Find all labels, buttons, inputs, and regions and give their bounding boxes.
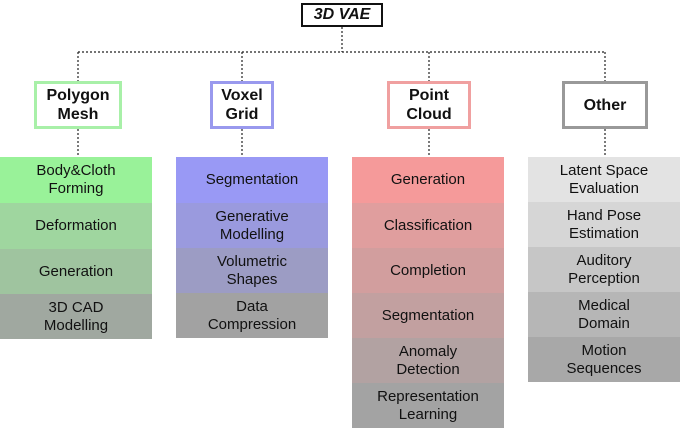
category-title-line: Mesh [57, 106, 99, 123]
category-title-line: Cloud [406, 106, 452, 123]
topic-cell-line: Volumetric [216, 252, 288, 270]
topic-cell-line: Latent Space [559, 161, 649, 179]
topic-cell-line: Classification [383, 216, 473, 234]
topic-cell-line: Segmentation [205, 171, 299, 188]
topic-cell-line: Completion [390, 261, 466, 279]
topic-cell-line: Domain [578, 314, 630, 332]
topic-cell-line: Anomaly [398, 342, 458, 360]
topic-cell-line: Medical [578, 296, 630, 314]
topic-cell-line: Compression [207, 315, 297, 333]
topic-cell-line: Forming [48, 180, 104, 197]
category-title-line: Voxel [221, 87, 263, 104]
topic-cell-line: Modelling [219, 225, 285, 243]
topic-cell-line: Generation [38, 262, 114, 280]
topic-cell-line: Segmentation [381, 306, 475, 324]
topic-cell-line: Body&Cloth [36, 162, 116, 179]
topic-cell-line: Modelling [43, 316, 109, 334]
category-title-line: Point [408, 87, 449, 104]
topic-cell: Generation [352, 157, 504, 203]
topic-cell-line: Detection [396, 360, 460, 378]
root-node: 3D VAE [301, 3, 383, 27]
topic-cell-line: Hand Pose [566, 206, 642, 224]
category-title-line: Grid [225, 106, 259, 123]
topic-cell: Segmentation [352, 293, 504, 338]
topic-cell-line: Generative [215, 207, 289, 225]
category-other: Other [562, 81, 648, 129]
topic-cell-line: Learning [398, 405, 458, 423]
topic-cell-line: Sequences [566, 359, 642, 377]
root-title: 3D VAE [313, 6, 371, 23]
topic-cell-line: Representation [377, 387, 479, 405]
topic-cell-line: Auditory [576, 251, 632, 269]
topic-cell-line: Motion [581, 341, 627, 359]
topic-cell-line: Deformation [35, 217, 117, 234]
category-title-line: Other [583, 96, 627, 114]
topic-cell-line: Shapes [226, 270, 278, 288]
topic-cell: Segmentation [176, 157, 328, 203]
topic-cell: Generation [0, 249, 152, 294]
topic-cell-line: Data [236, 297, 268, 315]
topic-cell: Completion [352, 248, 504, 293]
topic-cell-line: Generation [390, 171, 466, 188]
topic-cell-line: Perception [568, 269, 640, 287]
category-title-line: Polygon [46, 87, 110, 104]
topic-cell: Classification [352, 203, 504, 248]
topic-cell-line: Estimation [568, 224, 640, 242]
topic-cell: Deformation [0, 203, 152, 249]
topic-cell-line: Evaluation [568, 179, 640, 197]
topic-cell-line: 3D CAD [48, 298, 104, 316]
